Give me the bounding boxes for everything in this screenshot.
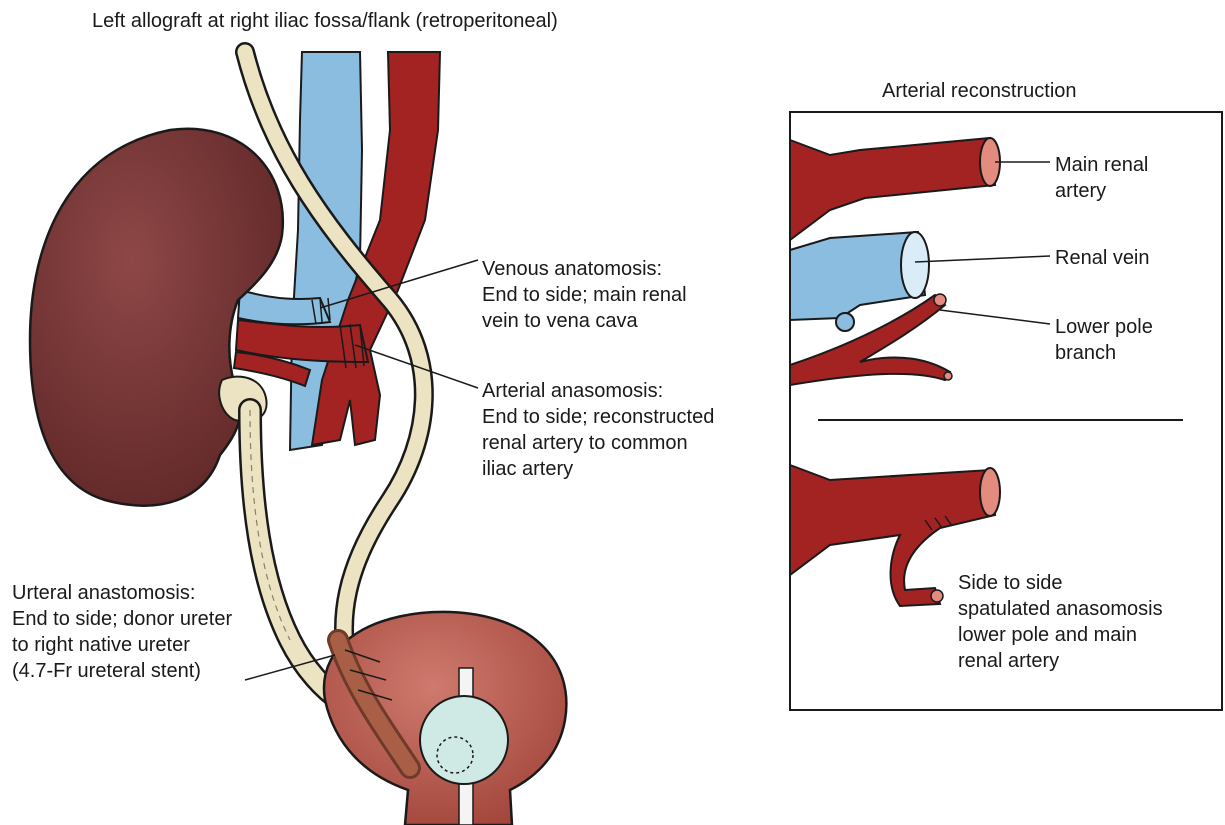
- main-artery-line-2: artery: [1055, 180, 1107, 202]
- side-line-1: Side to side: [958, 572, 1063, 594]
- arterial-line-4: iliac artery: [482, 458, 574, 480]
- inset-lower-pole: [789, 293, 952, 387]
- main-renal-artery-label: Main renal artery: [1055, 152, 1148, 204]
- arterial-anastomosis-label: Arterial anasomosis: End to side; recons…: [482, 378, 714, 482]
- venous-line-1: Venous anatomosis:: [482, 258, 663, 280]
- inset-leader-lines: [914, 161, 1051, 325]
- inset-title: Arterial reconstruction: [882, 80, 1077, 102]
- ureteral-line-2: End to side; donor ureter: [12, 608, 233, 630]
- inset-frame: [789, 111, 1223, 711]
- side-line-4: renal artery: [958, 650, 1060, 672]
- arterial-line-2: End to side; reconstructed: [482, 406, 715, 428]
- ureteral-line-3: to right native ureter: [12, 634, 190, 656]
- ureteral-anastomosis-label: Urteral anastomosis: End to side; donor …: [12, 580, 232, 684]
- catheter-balloon: [419, 695, 509, 785]
- suture-stitches: [311, 297, 393, 701]
- venous-line-3: vein to vena cava: [482, 310, 638, 332]
- lower-pole-line-2: branch: [1055, 342, 1117, 364]
- side-line-2: spatulated anasomosis: [958, 598, 1163, 620]
- venous-line-2: End to side; main renal: [482, 284, 687, 306]
- side-line-3: lower pole and main: [958, 624, 1137, 646]
- arterial-line-3: renal artery to common: [482, 432, 688, 454]
- inset-main-artery: [789, 136, 997, 242]
- main-artery-line-1: Main renal: [1055, 154, 1149, 176]
- renal-artery: [234, 318, 370, 364]
- side-to-side-label: Side to side spatulated anasomosis lower…: [958, 570, 1163, 674]
- ureteral-line-1: Urteral anastomosis:: [12, 582, 196, 604]
- renal-vein-label: Renal vein: [1055, 247, 1150, 269]
- ureteral-line-4: (4.7-Fr ureteral stent): [12, 660, 201, 682]
- leader-lines: [244, 259, 479, 681]
- arterial-line-1: Arterial anasomosis:: [482, 380, 664, 402]
- renal-artery-branch: [232, 350, 312, 388]
- kidney: [28, 127, 285, 507]
- venous-anastomosis-label: Venous anatomosis: End to side; main ren…: [482, 256, 687, 334]
- lower-pole-branch-label: Lower pole branch: [1055, 314, 1153, 366]
- lower-pole-line-1: Lower pole: [1055, 316, 1153, 338]
- inset-reconstructed-artery: [789, 463, 997, 608]
- inset-renal-vein: [789, 230, 927, 322]
- figure-title: Left allograft at right iliac fossa/flan…: [92, 10, 558, 32]
